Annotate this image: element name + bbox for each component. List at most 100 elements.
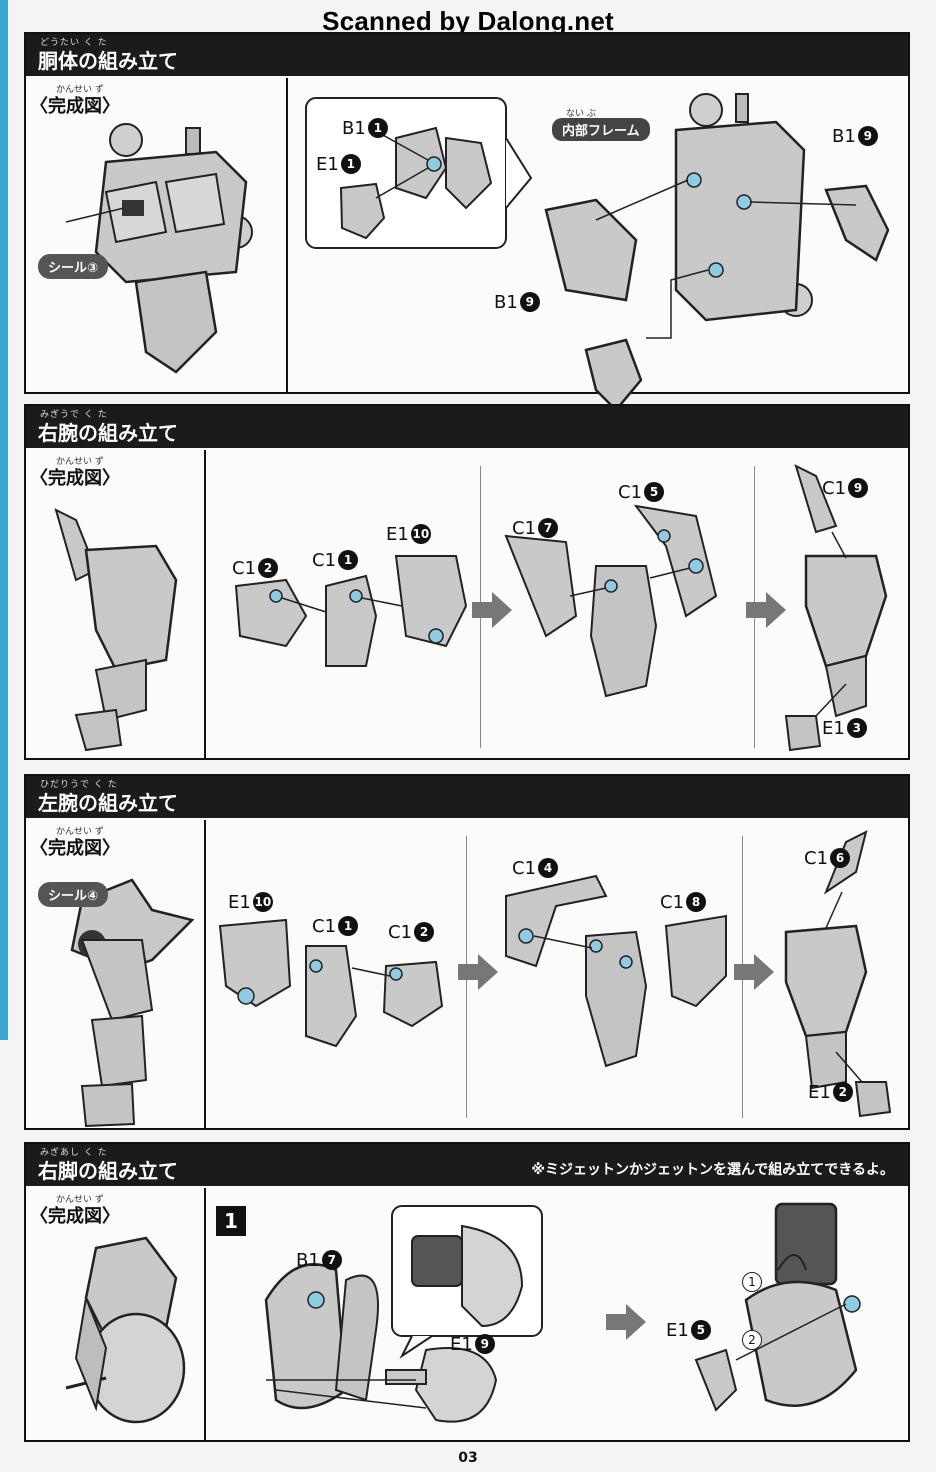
part-number-badge: 9 <box>519 292 540 312</box>
part-number-badge: 1 <box>338 916 359 936</box>
section-right-leg: みぎあし く た 右脚の組み立て ※ミジェットンかジェットンを選んで組み立てでき… <box>24 1142 910 1442</box>
part-code: B1 <box>296 1250 320 1271</box>
part-code: C1 <box>388 922 413 943</box>
part-number-badge: 7 <box>538 518 559 538</box>
part-number-badge: 7 <box>321 1250 342 1270</box>
part-code: E1 <box>450 1334 473 1355</box>
section-ruby: みぎうで く た <box>40 410 108 420</box>
right-arm-step-a-illustration <box>234 555 468 667</box>
completed-ruby: かんせい ず <box>56 85 104 95</box>
right-leg-step-illustration <box>264 1263 498 1423</box>
part-number-badge: 3 <box>846 718 867 738</box>
inner-frame-tag: 内部フレーム <box>552 118 650 141</box>
section-title: 右腕の組み立て <box>38 421 178 445</box>
part-number-badge: 9 <box>848 478 869 498</box>
section-ruby: みぎあし く た <box>40 1148 108 1158</box>
part-code: B1 <box>832 126 856 147</box>
watermark: Scanned by Dalong.net <box>322 6 614 36</box>
part-code: E1 <box>822 718 845 739</box>
part-code: E1 <box>808 1082 831 1103</box>
part-number-badge: 1 <box>367 118 388 138</box>
part-number-badge: 2 <box>258 558 279 578</box>
part-code: B1 <box>342 118 366 139</box>
callout-number-1: 1 <box>742 1272 762 1292</box>
step-arrow-icon <box>458 954 498 990</box>
part-code: E1 <box>386 524 409 545</box>
step-number-badge: 1 <box>216 1206 246 1236</box>
part-number-badge: 9 <box>857 126 878 146</box>
completed-label: 〈完成図〉 <box>30 468 120 489</box>
part-code: E1 <box>666 1320 689 1341</box>
step-arrow-icon <box>606 1304 646 1340</box>
left-arm-step-a-illustration <box>218 918 444 1048</box>
section-note: ※ミジェットンかジェットンを選んで組み立てできるよ。 <box>531 1162 894 1178</box>
page-edge-stripe <box>0 0 8 1040</box>
section-title: 左腕の組み立て <box>38 791 178 815</box>
part-number-badge: 1 <box>340 154 361 174</box>
section-header: みぎうで く た 右腕の組み立て <box>26 406 908 448</box>
completed-label: 〈完成図〉 <box>30 838 120 859</box>
part-number-badge: 10 <box>410 524 431 544</box>
seal-3-label: シール③ <box>38 254 109 279</box>
section-title: 胴体の組み立て <box>38 49 178 73</box>
torso-main-illustration <box>544 93 890 412</box>
part-number-badge: 4 <box>538 858 559 878</box>
step-arrow-icon <box>472 592 512 628</box>
callout-number-2: 2 <box>742 1330 762 1350</box>
completed-ruby: かんせい ず <box>56 827 104 837</box>
left-arm-step-b-illustration <box>505 874 727 1068</box>
part-code: E1 <box>316 154 339 175</box>
seal-4-label: シール④ <box>38 882 109 907</box>
right-leg-final-illustration <box>694 1202 861 1412</box>
right-arm-step-b-illustration <box>504 504 718 698</box>
step-arrow-icon <box>734 954 774 990</box>
part-number-badge: 9 <box>474 1334 495 1354</box>
section-torso: どうたい く た 胴体の組み立て かんせい ず 〈完成図〉 シール③ B <box>24 32 910 412</box>
part-code: C1 <box>312 916 337 937</box>
part-number-badge: 5 <box>690 1320 711 1340</box>
completed-ruby: かんせい ず <box>56 1195 104 1205</box>
part-code: E1 <box>228 892 251 913</box>
right-arm-completed-illustration <box>54 508 178 752</box>
right-leg-callout-illustration <box>391 1205 543 1359</box>
part-number-badge: 10 <box>252 892 273 912</box>
left-arm-step-c-illustration <box>784 830 892 1118</box>
part-code: C1 <box>822 478 847 499</box>
part-code: C1 <box>512 518 537 539</box>
part-code: C1 <box>232 558 257 579</box>
step-arrow-icon <box>746 592 786 628</box>
part-code: C1 <box>512 858 537 879</box>
part-code: C1 <box>312 550 337 571</box>
section-header: みぎあし く た 右脚の組み立て ※ミジェットンかジェットンを選んで組み立てでき… <box>26 1144 908 1186</box>
completed-panel: かんせい ず 〈完成図〉 <box>26 1188 206 1440</box>
inner-frame-ruby: ない ぶ <box>566 109 596 119</box>
completed-panel: かんせい ず 〈完成図〉 シール③ <box>26 78 288 392</box>
right-leg-completed-illustration <box>65 1236 186 1424</box>
section-title: 右脚の組み立て <box>38 1159 178 1183</box>
completed-label: 〈完成図〉 <box>30 1206 120 1227</box>
part-code: C1 <box>660 892 685 913</box>
page-number: 03 <box>458 1450 478 1466</box>
part-code: B1 <box>494 292 518 313</box>
section-header: ひだりうで く た 左腕の組み立て <box>26 776 908 818</box>
completed-panel: かんせい ず 〈完成図〉 <box>26 450 206 758</box>
